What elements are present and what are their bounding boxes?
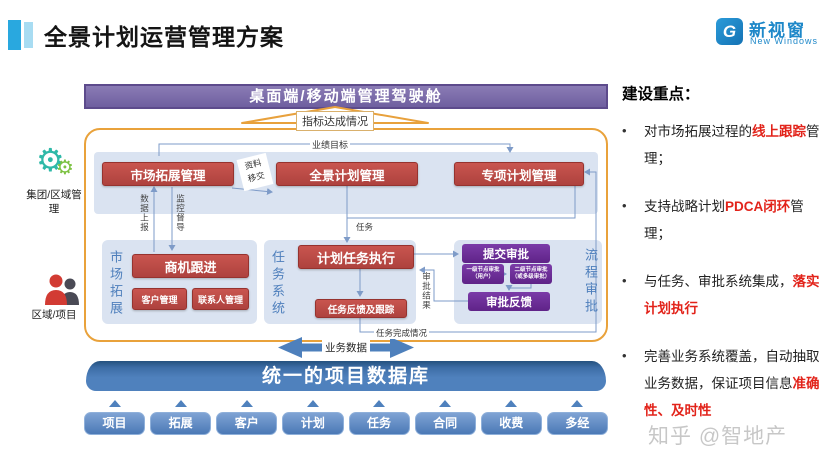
bullet-highlight: 落实计划执行 [644, 274, 820, 316]
page-title: 全景计划运营管理方案 [44, 24, 284, 50]
label-task: 任务 [354, 221, 376, 233]
company-logo-icon: G [716, 18, 743, 45]
module-label: 客户 [216, 412, 278, 435]
box-contact-mgmt: 联系人管理 [192, 288, 249, 310]
module-project: 项目 [84, 394, 146, 435]
module-fee: 收费 [480, 394, 542, 435]
key-points-panel: 建设重点： • 对市场拓展过程的线上跟踪管理； • 支持战略计划PDCA闭环管理… [622, 82, 824, 445]
watermark: 知乎 @智地产 [648, 425, 788, 448]
biz-data-double-arrow: 业务数据 [278, 337, 414, 358]
module-label: 拓展 [150, 412, 212, 435]
company-logo-cn: 新视窗 [749, 21, 806, 40]
module-contract: 合同 [414, 394, 476, 435]
label-performance-goal: 业绩目标 [310, 138, 351, 151]
module-task: 任务 [348, 394, 410, 435]
box-approval-node2: 二级节点审批 （或多级审批） [510, 264, 552, 284]
box-approval-node1: 一级节点审批 （用户） [462, 264, 504, 284]
up-arrow-icon [108, 400, 121, 407]
label-data-report: 数据上报 [139, 194, 150, 232]
box-plan-task-exec: 计划任务执行 [298, 245, 414, 269]
group-management-icon: ⚙ ⚙ [36, 144, 80, 186]
node2-line2: （或多级审批） [511, 274, 551, 280]
up-arrow-icon [571, 400, 584, 407]
up-arrow-icon [240, 400, 253, 407]
up-arrow-icon [505, 400, 518, 407]
bullet-text: 与任务、审批系统集成，落实计划执行 [644, 268, 824, 322]
indicator-label: 指标达成情况 [296, 111, 374, 131]
label-approval-result: 审批结果 [421, 272, 432, 310]
box-market-expansion-mgmt: 市场拓展管理 [102, 162, 234, 186]
box-task-feedback: 任务反馈及跟踪 [315, 299, 407, 318]
node1-line1: 一级节点审批 [466, 266, 500, 273]
title-accent-bar-dark [8, 20, 21, 50]
module-diversified: 多经 [546, 394, 608, 435]
bullet-item: • 完善业务系统覆盖，自动抽取业务数据，保证项目信息准确性、及时性 [622, 343, 824, 424]
label-task-done: 任务完成情况 [374, 327, 430, 339]
bullet-item: • 支持战略计划PDCA闭环管理； [622, 193, 824, 247]
bullet-highlight: 准确性、及时性 [644, 376, 820, 418]
panel-process-approval: 流程审批 提交审批 一级节点审批 （用户） 二级节点审批 （或多级审批） 审批反… [454, 240, 602, 324]
box-submit-approval: 提交审批 [462, 244, 550, 263]
bullet-text: 对市场拓展过程的线上跟踪管理； [644, 118, 824, 172]
bullet-dot: • [622, 273, 627, 288]
module-label: 收费 [480, 412, 542, 435]
module-expansion: 拓展 [150, 394, 212, 435]
box-approval-feedback: 审批反馈 [468, 292, 550, 311]
bullet-dot: • [622, 348, 627, 363]
bullet-text: 完善业务系统覆盖，自动抽取业务数据，保证项目信息准确性、及时性 [644, 343, 824, 424]
diagram-frame: 市场拓展管理 全景计划管理 专项计划管理 资料 移交 市场拓展 商机跟进 客户管… [84, 128, 608, 342]
box-opportunity-followup: 商机跟进 [132, 254, 249, 278]
side-label-group: 集团/区域管理 [26, 189, 82, 216]
up-arrow-icon [439, 400, 452, 407]
bullet-segment: 支持战略计划 [644, 199, 725, 214]
label-supervise: 监控督导 [175, 194, 186, 232]
bullet-segment: 管理； [644, 199, 804, 241]
module-customer: 客户 [216, 394, 278, 435]
people-icon [45, 274, 79, 305]
bullet-segment: 完善业务系统覆盖，自动抽取业务数据，保证项目信息 [644, 349, 820, 391]
gear-icon: ⚙ [36, 142, 65, 178]
box-customer-mgmt: 客户管理 [132, 288, 187, 310]
up-arrow-icon [306, 400, 319, 407]
node1-line2: （用户） [471, 274, 494, 280]
module-label: 计划 [282, 412, 344, 435]
module-label: 多经 [546, 412, 608, 435]
bullet-dot: • [622, 123, 627, 138]
company-logo-en: New Windows [750, 36, 819, 46]
panel-title-task: 任务系统 [270, 250, 285, 318]
label-biz-data: 业务数据 [322, 340, 370, 355]
side-label-region: 区域/项目 [31, 309, 77, 321]
panel-title-approval: 流程审批 [583, 248, 598, 316]
panel-market-expansion: 市场拓展 商机跟进 客户管理 联系人管理 [102, 240, 257, 324]
bullet-item: • 与任务、审批系统集成，落实计划执行 [622, 268, 824, 322]
bullet-segment: 管理； [644, 124, 820, 166]
bullet-item: • 对市场拓展过程的线上跟踪管理； [622, 118, 824, 172]
gear-small-icon: ⚙ [56, 157, 74, 179]
panel-task-system: 任务系统 计划任务执行 任务反馈及跟踪 [264, 240, 416, 324]
bullet-highlight: 线上跟踪 [752, 124, 806, 139]
module-label: 任务 [348, 412, 410, 435]
bullet-text: 支持战略计划PDCA闭环管理； [644, 193, 824, 247]
box-panorama-plan-mgmt: 全景计划管理 [276, 162, 418, 186]
up-arrow-icon [373, 400, 386, 407]
module-label: 项目 [84, 412, 146, 435]
panel-title-market: 市场拓展 [108, 250, 123, 318]
up-arrow-icon [174, 400, 187, 407]
bullet-segment: 对市场拓展过程的 [644, 124, 752, 139]
indicator-up-arrow: 指标达成情况 [240, 106, 430, 131]
bullet-dot: • [622, 198, 627, 213]
module-row: 项目 拓展 客户 计划 任务 合同 收费 多经 [84, 394, 608, 435]
module-plan: 计划 [282, 394, 344, 435]
module-label: 合同 [414, 412, 476, 435]
unified-database-bar: 统一的项目数据库 [86, 361, 606, 391]
box-special-plan-mgmt: 专项计划管理 [454, 162, 584, 186]
bullet-segment: 与任务、审批系统集成， [644, 274, 793, 289]
node2-line1: 二级节点审批 [514, 266, 548, 273]
key-points-heading: 建设重点： [622, 86, 700, 103]
bullet-highlight: PDCA闭环 [725, 199, 791, 214]
title-accent-bar-light [24, 22, 33, 48]
